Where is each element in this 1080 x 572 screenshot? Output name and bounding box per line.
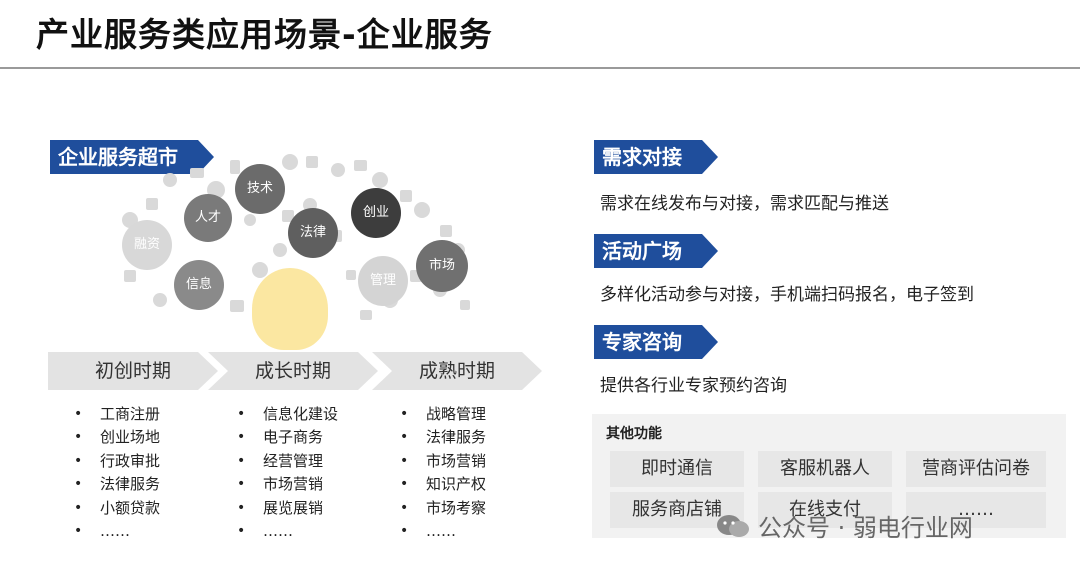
circle-tech: 技术 [235,164,285,214]
title-divider [0,67,1080,69]
list-item: …… [74,520,160,544]
watermark-text: 公众号 · 弱电行业网 [758,514,973,542]
page-title: 产业服务类应用场景-企业服务 [36,15,493,54]
list-item: 知识产权 [400,473,486,497]
circle-startup: 创业 [351,188,401,238]
other-features-panel: 其他功能 即时通信 客服机器人 营商评估问卷 服务商店铺 在线支付 …… [592,414,1066,538]
feature-online-payment: 在线支付 [758,492,892,528]
expert-consult-tag: 专家咨询 [594,325,718,359]
list-item: 信息化建设 [237,403,338,427]
list-item: 法律服务 [400,426,486,450]
circle-finance: 融资 [122,220,172,270]
activity-plaza-desc: 多样化活动参与对接，手机端扫码报名，电子签到 [600,285,974,305]
stage-mature: 成熟时期 [372,352,542,390]
activity-plaza-tag: 活动广场 [594,234,718,268]
demand-matching-tag: 需求对接 [594,140,718,174]
list-item: …… [237,520,338,544]
stage-growth-list: 信息化建设 电子商务 经营管理 市场营销 展览展销 …… [237,403,338,544]
list-item: 工商注册 [74,403,160,427]
list-item: 电子商务 [237,426,338,450]
list-item: 法律服务 [74,473,160,497]
list-item: 市场考察 [400,497,486,521]
lightbulb-icon [252,268,328,350]
feature-instant-messaging: 即时通信 [610,451,744,487]
demand-matching-desc: 需求在线发布与对接，需求匹配与推送 [600,194,889,214]
list-item: 小额贷款 [74,497,160,521]
other-features-title: 其他功能 [606,426,662,442]
feature-survey: 营商评估问卷 [906,451,1046,487]
circle-info: 信息 [174,260,224,310]
icon-cloud: 技术 人才 法律 创业 融资 信息 管理 市场 [110,150,480,325]
enterprise-service-tag: 企业服务超市 [50,140,214,174]
list-item: 展览展销 [237,497,338,521]
feature-vendor-store: 服务商店铺 [610,492,744,528]
feature-service-robot: 客服机器人 [758,451,892,487]
list-item: 市场营销 [400,450,486,474]
list-item: 市场营销 [237,473,338,497]
list-item: 战略管理 [400,403,486,427]
stage-mature-list: 战略管理 法律服务 市场营销 知识产权 市场考察 …… [400,403,486,544]
stage-startup: 初创时期 [48,352,218,390]
stage-growth: 成长时期 [208,352,378,390]
list-item: 行政审批 [74,450,160,474]
expert-consult-desc: 提供各行业专家预约咨询 [600,376,787,396]
circle-law: 法律 [288,208,338,258]
list-item: …… [400,520,486,544]
feature-more: …… [906,492,1046,528]
circle-management: 管理 [358,256,408,306]
wechat-icon [717,515,749,537]
watermark: 公众号 · 弱电行业网 [717,508,973,543]
circle-talent: 人才 [184,194,232,242]
list-item: 创业场地 [74,426,160,450]
list-item: 经营管理 [237,450,338,474]
stage-startup-list: 工商注册 创业场地 行政审批 法律服务 小额贷款 …… [74,403,160,544]
circle-market: 市场 [416,240,468,292]
